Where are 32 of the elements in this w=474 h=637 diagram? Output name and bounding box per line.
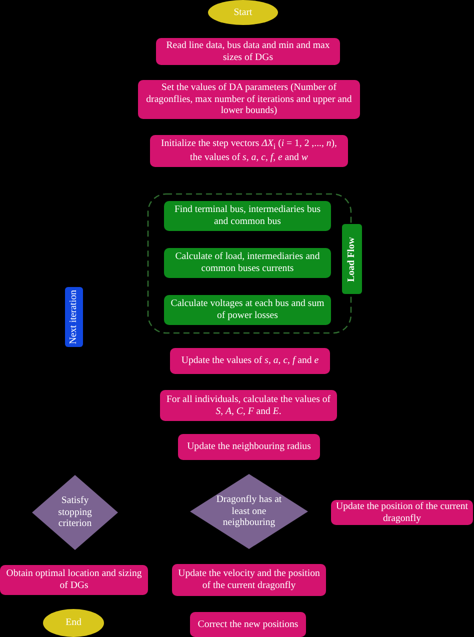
process-box [178, 434, 320, 460]
vertical-label-box [342, 224, 362, 294]
node-text: Read line data, bus data and min and max sizes of DGs [165, 40, 331, 64]
node-text: Start [234, 6, 252, 18]
process-box [190, 612, 306, 637]
vertical-label: Load Flow [346, 236, 358, 282]
node-text: Update the velocity and the position of the current dragonfly [177, 568, 321, 592]
node-text: Initialize the step vectors ΔX$_{i}$ (i = 1, 2 ,..., n), the values of s, a, c, f, e and w [160, 138, 338, 164]
node-text: Calculate of load, intermediaries and common buses currents [174, 251, 321, 275]
process-box [164, 248, 331, 278]
node-text: End [66, 617, 82, 629]
node-text: Correct the new positions [198, 618, 298, 630]
node-text: Update the values of s, a, c, f and e [181, 355, 319, 367]
node-text: Update the neighbouring radius [187, 441, 311, 453]
node-text: Satisfy stopping criterion [57, 494, 93, 530]
node-text: Obtain optimal location and sizing of DGs [5, 568, 143, 592]
process-box [0, 565, 148, 595]
node-text: Set the values of DA parameters (Number of dragonflies, max number of iterations and upper and lower bounds) [145, 82, 353, 118]
process-box [164, 201, 331, 231]
node-text: For all individuals, calculate the values of S, A, C, F and E. [165, 394, 332, 418]
node-text: Update the position of the current dragonfly [335, 500, 469, 524]
process-box [150, 135, 348, 167]
node-text: Dragonfly has at least one neighbouring [215, 494, 283, 530]
process-box [172, 564, 326, 596]
node-text: Calculate voltages at each bus and sum of power losses [170, 298, 326, 322]
vertical-label: Next iteration [68, 290, 80, 344]
node-text: Find terminal bus, intermediaries bus and common bus [173, 204, 322, 228]
vertical-label-box [65, 287, 83, 347]
process-box [164, 295, 331, 325]
process-box [156, 38, 340, 65]
process-box [170, 348, 330, 374]
process-box [160, 390, 337, 421]
